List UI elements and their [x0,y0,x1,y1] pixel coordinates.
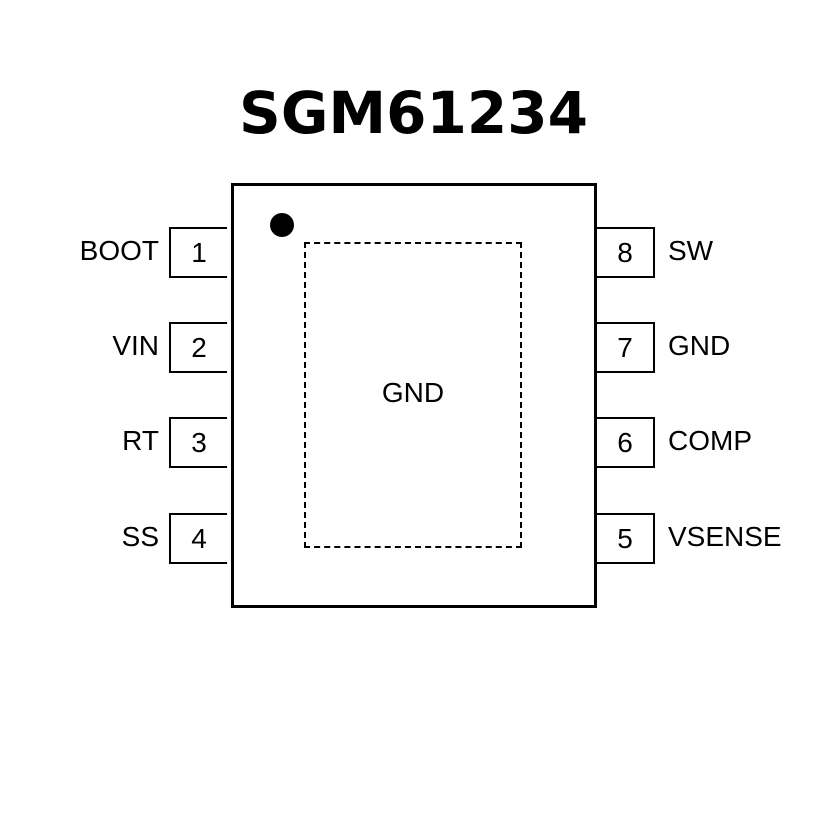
pin-8-name: SW [668,235,714,266]
pin-8-box: 8 [597,227,655,278]
pin-1-name: BOOT [79,235,159,266]
pin-4-name: SS [121,521,159,552]
pin-5-name: VSENSE [668,521,782,552]
pin1-indicator-dot [270,213,294,237]
pin-3-box: 3 [169,417,227,468]
pin-4-box: 4 [169,513,227,564]
pin-2-name: VIN [112,330,159,361]
pin-6-box: 6 [597,417,655,468]
pin-1-box: 1 [169,227,227,278]
pin-5-box: 5 [597,513,655,564]
pin-7-name: GND [668,330,731,361]
pin-7-box: 7 [597,322,655,373]
exposed-pad-label: GND [381,377,445,408]
diagram-title: SGM61234 [239,79,588,147]
pin-3-name: RT [122,425,159,456]
exposed-thermal-pad [304,242,522,548]
pin-6-name: COMP [668,425,752,456]
pin-2-box: 2 [169,322,227,373]
chip-package-body [231,183,597,608]
